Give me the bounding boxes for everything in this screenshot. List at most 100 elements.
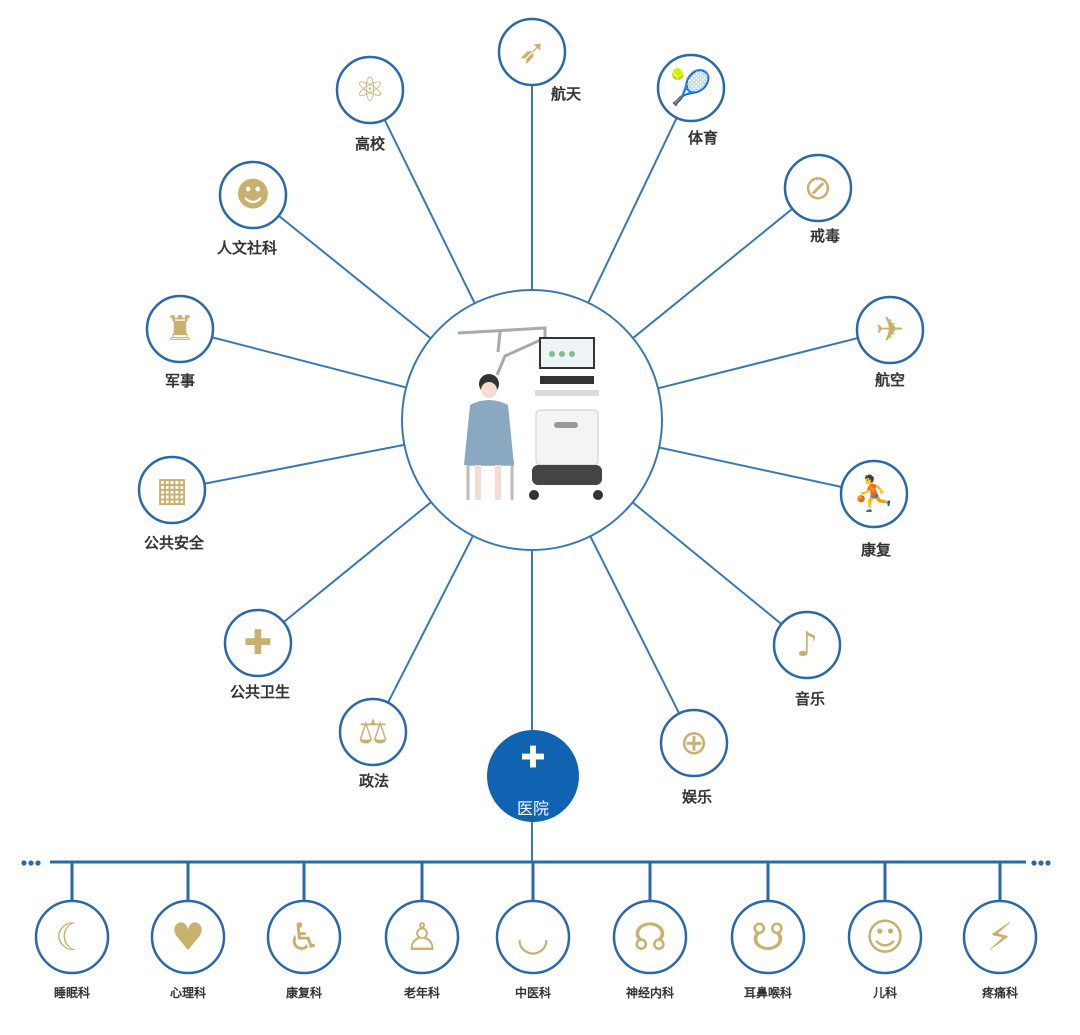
brain-head-icon: ☊: [633, 915, 667, 959]
spoke-label: 体育: [688, 129, 718, 147]
moon-stars-icon: ☾: [55, 915, 89, 959]
spoke-label: 戒毒: [810, 227, 840, 245]
department-ring: [612, 899, 688, 975]
spoke-label: 军事: [165, 372, 195, 390]
department-ring: [847, 899, 923, 975]
gavel-icon: ⚖: [358, 712, 388, 752]
department-ring: [150, 899, 226, 975]
department-node[interactable]: ⚡ 疼痛科: [962, 899, 1038, 1000]
department-node[interactable]: ☋ 耳鼻喉科: [730, 899, 806, 1000]
hub-circle: [487, 730, 579, 822]
department-label: 睡眠科: [54, 985, 90, 1000]
ellipsis-dot: [1038, 860, 1044, 866]
department-ring: [34, 899, 110, 975]
spoke-label: 音乐: [795, 690, 825, 708]
spoke-label: 政法: [359, 772, 389, 790]
department-node[interactable]: ☊ 神经内科: [612, 899, 688, 1000]
spoke-node[interactable]: 🎾体育: [656, 53, 726, 147]
spoke-label: 航空: [875, 371, 905, 389]
soldier-icon: ♜: [165, 309, 195, 349]
rocket-icon: ➶: [518, 32, 547, 72]
spoke-node[interactable]: ▦公共安全: [137, 455, 207, 552]
node-ring: [659, 708, 729, 778]
spoke-label: 康复: [861, 541, 892, 559]
elderly-cane-icon: ♙: [405, 915, 439, 959]
spoke-node[interactable]: ⛹ 康复: [839, 459, 909, 559]
heart-pulse-icon: ♥: [171, 915, 205, 959]
ellipsis-dot: [28, 860, 34, 866]
spoke-node[interactable]: ➶航天: [497, 17, 582, 103]
airplane-icon: ✈: [876, 310, 905, 350]
hospital-icon: ✚: [520, 741, 545, 776]
ellipsis-dot: [1031, 860, 1037, 866]
spoke-node[interactable]: ✚ 公共卫生: [223, 608, 293, 701]
people-group-icon: ☻: [235, 175, 270, 215]
stretching-person-icon: ⛹: [853, 473, 895, 514]
wheelchair-icon: ♿: [287, 915, 321, 959]
spoke-node[interactable]: ⚛ 高校: [335, 55, 405, 153]
node-ring: [145, 294, 215, 364]
spoke-label: 公共卫生: [230, 683, 290, 701]
department-ring: [730, 899, 806, 975]
spoke-node[interactable]: ♜ 军事: [145, 294, 215, 390]
department-label: 疼痛科: [982, 985, 1018, 1000]
spoke-node[interactable]: ⚖ 政法: [338, 697, 408, 790]
ellipsis-dot: [1045, 860, 1051, 866]
department-label: 儿科: [872, 985, 897, 1000]
gamepad-icon: ⊕: [680, 723, 709, 763]
node-ring: [839, 459, 909, 529]
department-node[interactable]: ☺ 儿科: [847, 899, 923, 1000]
department-ring: [962, 899, 1038, 975]
node-ring: [656, 53, 726, 123]
ent-head-icon: ☋: [751, 915, 785, 959]
node-ring: [772, 610, 842, 680]
node-ring: [137, 455, 207, 525]
hub-label: 医院: [517, 799, 549, 818]
spoke-label: 公共安全: [144, 534, 205, 552]
ellipsis-dot: [21, 860, 27, 866]
department-label: 耳鼻喉科: [744, 985, 792, 1000]
department-label: 老年科: [404, 985, 440, 1000]
atom-icon: ⚛: [355, 70, 385, 110]
department-label: 康复科: [286, 985, 322, 1000]
department-ring: [384, 899, 460, 975]
spoke-node[interactable]: ✈ 航空: [855, 295, 925, 389]
department-node[interactable]: ♿ 康复科: [266, 899, 342, 1000]
department-node[interactable]: ◡ 中医科: [495, 899, 571, 1000]
spoke-node[interactable]: ⊕ 娱乐: [659, 708, 729, 806]
department-ring: [495, 899, 571, 975]
hub-node-hospital[interactable]: ✚ 医院: [487, 730, 579, 822]
spoke-label: 高校: [355, 135, 386, 153]
department-node[interactable]: ♙ 老年科: [384, 899, 460, 1000]
spoke-node[interactable]: ☻ 人文社科: [217, 160, 288, 257]
spoke-label: 人文社科: [217, 239, 277, 257]
department-node[interactable]: ☾ 睡眠科: [34, 899, 110, 1000]
music-note-icon: ♪: [796, 625, 818, 665]
no-drugs-icon: ⊘: [804, 168, 833, 208]
node-ring: [223, 608, 293, 678]
mortar-pestle-icon: ◡: [516, 915, 549, 959]
node-ring: [218, 160, 288, 230]
spoke-label: 娱乐: [682, 788, 712, 806]
department-label: 中医科: [515, 985, 551, 1000]
spoke-label: 航天: [551, 85, 582, 103]
spoke-node[interactable]: ⊘ 戒毒: [783, 153, 853, 245]
department-label: 神经内科: [626, 985, 674, 1000]
department-label: 心理科: [170, 985, 206, 1000]
node-ring: [338, 697, 408, 767]
node-ring: [783, 153, 853, 223]
center-illustration: [401, 289, 663, 551]
child-icon: ☺: [865, 915, 905, 959]
seated-person-illustration: [464, 374, 514, 500]
node-ring: [335, 55, 405, 125]
spoke-node[interactable]: ♪ 音乐: [772, 610, 842, 708]
node-ring: [855, 295, 925, 365]
department-node[interactable]: ♥ 心理科: [150, 899, 226, 1000]
pain-icon: ⚡: [987, 915, 1014, 959]
medical-cross-icon: ✚: [244, 623, 273, 663]
eeg-device-illustration: [457, 326, 603, 500]
ellipsis-dot: [35, 860, 41, 866]
department-ring: [266, 899, 342, 975]
node-ring: [497, 17, 567, 87]
